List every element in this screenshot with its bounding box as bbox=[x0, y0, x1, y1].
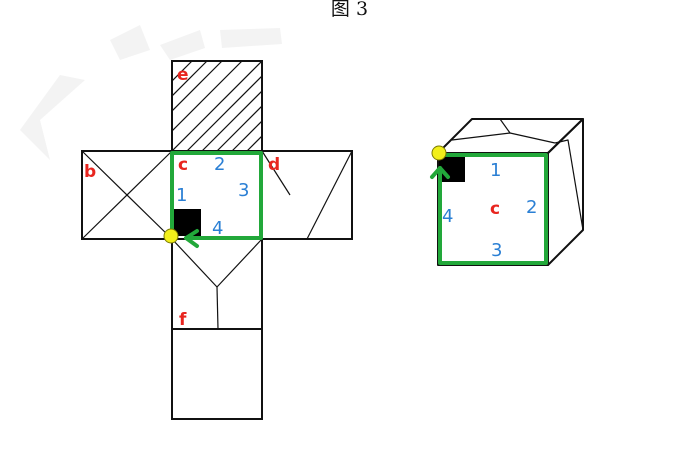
cube-green-path bbox=[430, 153, 548, 265]
net-face-bottom bbox=[171, 328, 263, 420]
net-edge-1: 1 bbox=[176, 185, 187, 206]
cube-start-marker bbox=[431, 145, 447, 161]
cube-edge-2: 2 bbox=[526, 197, 537, 218]
net-edge-4: 4 bbox=[212, 218, 223, 239]
net-face-e bbox=[171, 60, 263, 152]
cube-3d bbox=[437, 118, 584, 266]
net-label-c: c bbox=[178, 155, 188, 175]
net-edge-3: 3 bbox=[238, 180, 249, 201]
cube-edge-1: 1 bbox=[490, 160, 501, 181]
cube-edge-4: 4 bbox=[442, 206, 453, 227]
watermark-graphic bbox=[20, 25, 282, 160]
net-label-b: b bbox=[84, 162, 96, 182]
cube-corner-block bbox=[439, 155, 465, 182]
net-label-d: d bbox=[268, 155, 280, 175]
net-face-f bbox=[171, 238, 263, 330]
net-label-e: e bbox=[177, 65, 189, 85]
net-green-path bbox=[170, 151, 263, 248]
cube-edge-3: 3 bbox=[491, 240, 502, 261]
cube-label-c: c bbox=[490, 199, 500, 219]
net-edge-2: 2 bbox=[214, 154, 225, 175]
figure-caption: 图 3 bbox=[330, 0, 369, 18]
net-label-f: f bbox=[179, 310, 187, 330]
net-start-marker bbox=[163, 228, 179, 244]
